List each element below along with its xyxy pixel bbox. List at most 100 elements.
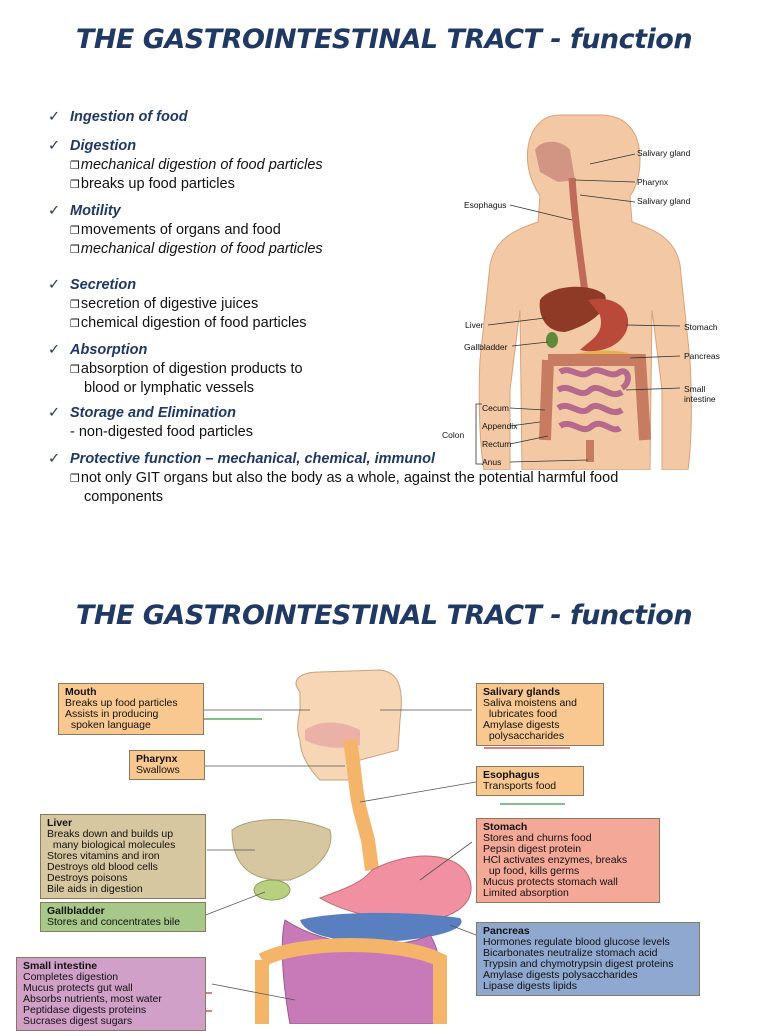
bullet-heading-text: Secretion (70, 277, 137, 293)
bullet-subitem: ❐not only GIT organs but also the body a… (48, 469, 618, 488)
label-salivary-gland-1: Salivary gland (637, 148, 691, 158)
callout-heading: Salivary glands (483, 686, 561, 698)
bullet-item: ✓Ingestion of food (48, 108, 468, 127)
label-appendix: Appendix (482, 421, 518, 431)
callout-line: HCl activates enzymes, breaks (483, 854, 628, 866)
callout-line: Saliva moistens and (483, 697, 577, 709)
label-rectum: Rectum (482, 439, 511, 449)
callout-line: Hormones regulate blood glucose levels (483, 936, 670, 948)
callout-heading: Mouth (65, 686, 97, 698)
callout-line: Absorbs nutrients, most water (23, 993, 162, 1005)
callout-line: Completes digestion (23, 971, 119, 983)
callout-heading: Stomach (483, 821, 528, 833)
bullet-heading-text: Absorption (70, 342, 148, 358)
checkmark-icon: ✓ (48, 342, 61, 358)
label-pancreas: Pancreas (684, 351, 720, 361)
callout-line: Assists in producing (65, 708, 159, 720)
checkmark-icon: ✓ (48, 405, 61, 421)
bullet-subitem-text: components (84, 489, 163, 505)
bullet-item: ✓ Absorption ❐absorption of digestion prod… (48, 341, 468, 398)
callout-line: Transports food (483, 780, 557, 792)
sub-bullet-icon: ❐ (70, 178, 80, 191)
bullet-heading-text: Storage and Elimination (70, 405, 236, 421)
label-esophagus: Esophagus (464, 200, 507, 210)
callout-line: Limited absorption (483, 887, 569, 899)
bullet-subitem-text: secretion of digestive juices (80, 296, 259, 312)
label-stomach: Stomach (684, 322, 718, 332)
bullet-heading: ✓Digestion (48, 137, 468, 156)
callout-line: Bicarbonates neutralize stomach acid (483, 947, 658, 959)
sub-bullet-icon: ❐ (70, 298, 80, 311)
callout-line: up food, kills germs (483, 865, 580, 877)
bullet-heading: ✓ Absorption (48, 341, 468, 360)
callout-line: Stores vitamins and iron (47, 850, 160, 862)
label-pharynx: Pharynx (637, 177, 669, 187)
sub-bullet-icon: ❐ (70, 317, 80, 330)
bullet-heading: ✓ Motility (48, 202, 468, 221)
sub-bullet-icon: ❐ (70, 159, 80, 172)
callout-heading: Pharynx (136, 753, 178, 765)
callout-line: Destroys old blood cells (47, 861, 158, 873)
digestive-system-illustration: Salivary gland Pharynx Salivary gland Es… (442, 114, 720, 470)
bullet-subitem: ❐secretion of digestive juices (48, 295, 468, 314)
bullet-subitem: ❐absorption of digestion products to (48, 360, 468, 379)
bullet-subitem-text: mechanical digestion of food particles (80, 241, 323, 257)
sub-bullet-icon: ❐ (70, 224, 80, 237)
bullet-subitem-text: non-digested food particles (78, 424, 253, 440)
label-intestine: intestine (684, 394, 716, 404)
callout-line: many biological molecules (47, 839, 176, 851)
bullet-heading-text: Ingestion of food (70, 109, 188, 125)
bullet-subitem-text: movements of organs and food (80, 222, 281, 238)
label-anus: Anus (482, 457, 501, 467)
callout-line: Stores and concentrates bile (47, 916, 181, 928)
callout-heading: Small intestine (23, 960, 98, 972)
callout-line: Pepsin digest protein (483, 843, 582, 855)
bullet-subitem: ❐movements of organs and food (48, 221, 468, 240)
callout-line: polysaccharides (483, 730, 565, 742)
bullet-subitem-text: mechanical digestion of food particles (80, 157, 323, 173)
callout-line: Breaks down and builds up (47, 828, 174, 840)
dash-marker: - (70, 424, 79, 440)
callout-line: Swallows (136, 764, 180, 776)
bullet-subitem-text: chemical digestion of food particles (80, 315, 307, 331)
label-salivary-gland-2: Salivary gland (637, 196, 691, 206)
label-small: Small (684, 384, 705, 394)
callout-line: Amylase digests polysaccharides (483, 969, 638, 981)
bullet-subitem-text: absorption of digestion products to (80, 361, 303, 377)
bullet-heading-text: Motility (70, 203, 121, 219)
label-liver: Liver (465, 320, 484, 330)
bullet-item: ✓ Secretion ❐secretion of digestive juices… (48, 276, 468, 333)
bullet-item: ✓Digestion❐mechanical digestion of food … (48, 137, 468, 194)
bullet-subitem-text: blood or lymphatic vessels (84, 380, 255, 396)
callout-line: Destroys poisons (47, 872, 128, 884)
bullet-subitem-text: breaks up food particles (80, 176, 235, 192)
label-colon: Colon (442, 430, 464, 440)
bullet-item: ✓ Storage and Elimination - non-digested f… (48, 404, 468, 442)
callout-heading: Esophagus (483, 769, 540, 781)
checkmark-icon: ✓ (48, 138, 61, 154)
bullet-subitem: ❐mechanical digestion of food particles (48, 156, 468, 175)
checkmark-icon: ✓ (48, 277, 61, 293)
bullet-heading: ✓Protective function – mechanical, chemi… (48, 450, 468, 469)
slide-1: THE GASTROINTESTINAL TRACT - function ✓I… (48, 24, 720, 505)
bullet-subitem: ❐breaks up food particles (48, 175, 468, 194)
sub-bullet-icon: ❐ (70, 243, 80, 256)
bullet-heading: ✓Ingestion of food (48, 108, 468, 127)
bullet-heading: ✓ Secretion (48, 276, 468, 295)
slide-1-title: THE GASTROINTESTINAL TRACT - function (75, 24, 693, 55)
sub-bullet-icon: ❐ (70, 363, 80, 376)
callout-line: Amylase digests (483, 719, 560, 731)
bullet-subitem: ❐chemical digestion of food particles (48, 314, 468, 333)
checkmark-icon: ✓ (48, 203, 61, 219)
slide-2-title: THE GASTROINTESTINAL TRACT - function (75, 600, 693, 631)
bullet-subitem-text: not only GIT organs but also the body as… (80, 470, 619, 486)
callout-heading: Gallbladder (47, 905, 105, 917)
bullet-subitem: ❐mechanical digestion of food particles (48, 240, 468, 259)
callout-line: Bile aids in digestion (47, 883, 143, 895)
